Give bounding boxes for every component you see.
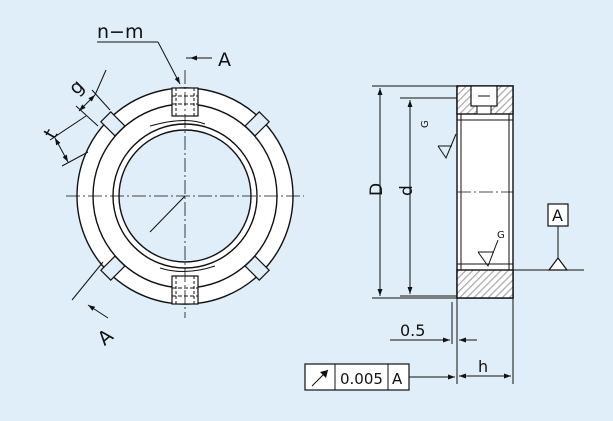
datum-triangle xyxy=(547,257,569,271)
surface-G-top: G xyxy=(420,120,431,128)
dim-offset: 0.5 xyxy=(400,321,425,340)
dim-g: g xyxy=(65,75,89,99)
g-dim-line xyxy=(78,94,96,112)
section-arrow-bottom xyxy=(87,304,109,319)
g-ext-1 xyxy=(91,89,111,111)
tolerance-value: 0.005 xyxy=(340,370,383,388)
arc-top xyxy=(149,120,206,127)
section-view: D d G G A 0.5 h xyxy=(304,85,584,391)
surface-symbol-bottom xyxy=(477,239,499,268)
surface-symbol-top xyxy=(437,133,457,160)
radius-line xyxy=(149,195,186,233)
screw-tip xyxy=(476,105,492,115)
tolerance-datum: A xyxy=(392,370,403,388)
dim-d: d xyxy=(397,185,417,196)
surface-G-bottom: G xyxy=(497,230,505,241)
front-view: n−m A A g t xyxy=(39,21,304,350)
bottom-hatch xyxy=(456,269,514,299)
section-label-top: A xyxy=(218,49,231,71)
thread-leader xyxy=(157,41,181,85)
g-ext-2 xyxy=(75,105,99,127)
t-ext-1 xyxy=(49,115,87,141)
tolerance-frame: 0.005 A xyxy=(304,363,455,391)
dim-h: h xyxy=(478,357,488,376)
runout-arrow-icon xyxy=(311,369,329,387)
datum-label: A xyxy=(552,206,563,225)
thread-label: n−m xyxy=(97,21,143,43)
arc-bottom xyxy=(159,265,216,272)
section-label-bottom: A xyxy=(94,325,118,350)
dim-D: D xyxy=(367,183,387,196)
t-ext-2 xyxy=(61,151,89,167)
section-line-bottom xyxy=(71,261,104,301)
t-dim-line xyxy=(54,137,69,163)
g-leader xyxy=(94,69,107,96)
